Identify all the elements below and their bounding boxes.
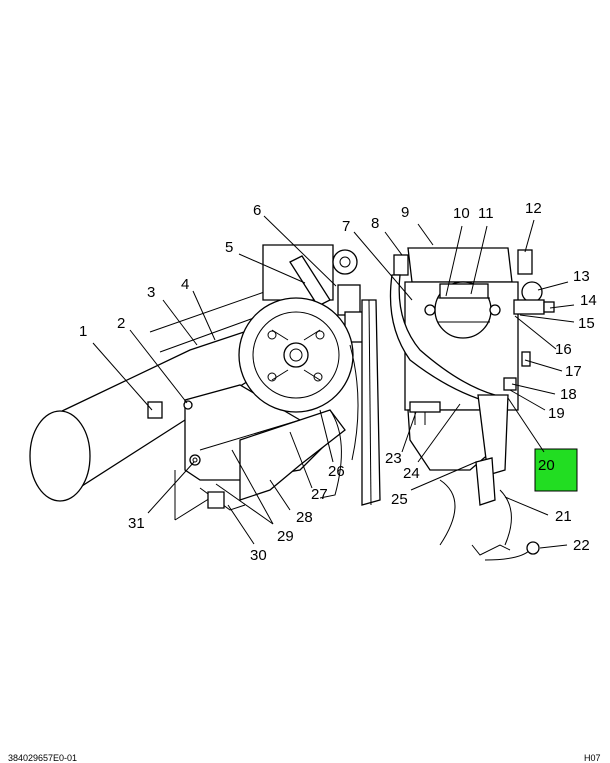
callout-11: 11 — [478, 205, 494, 222]
fitting-8 — [393, 254, 409, 276]
hose-5 — [289, 255, 331, 307]
callout-10: 10 — [453, 205, 470, 222]
callout-22: 22 — [573, 537, 590, 554]
callout-16: 16 — [555, 341, 572, 358]
clamp-30 — [207, 491, 225, 509]
callout-14: 14 — [580, 292, 597, 309]
callout-2: 2 — [117, 315, 125, 332]
fitting-22 — [526, 541, 540, 555]
callout-18: 18 — [560, 386, 577, 403]
callout-30: 30 — [250, 547, 267, 564]
callout-5: 5 — [225, 239, 233, 256]
callout-31: 31 — [128, 515, 145, 532]
footer-code-right: H07 — [584, 753, 601, 763]
leader-lines — [92, 215, 575, 549]
callout-25: 25 — [391, 491, 408, 508]
callout-12: 12 — [525, 200, 542, 217]
callout-6: 6 — [253, 202, 261, 219]
callout-23: 23 — [385, 450, 402, 467]
fitting-6 — [332, 249, 358, 275]
callout-26: 26 — [328, 463, 345, 480]
engine-line-art — [29, 244, 555, 561]
callout-28: 28 — [296, 509, 313, 526]
compressor-top — [407, 247, 513, 283]
callout-17: 17 — [565, 363, 582, 380]
callout-19: 19 — [548, 405, 565, 422]
callout-8: 8 — [371, 215, 379, 232]
connector-block — [337, 284, 361, 316]
bolt-23 — [409, 401, 441, 413]
callout-9: 9 — [401, 204, 409, 221]
callout-27: 27 — [311, 486, 328, 503]
callout-29: 29 — [277, 528, 294, 545]
fitting-31 — [189, 454, 201, 466]
footer-code-left: 384029657E0-01 — [8, 753, 78, 763]
callout-4: 4 — [181, 276, 189, 293]
fitting-12 — [517, 249, 533, 275]
fitting-14 — [513, 299, 545, 315]
v-belt — [361, 299, 381, 506]
elbow-25 — [475, 457, 496, 506]
callout-7: 7 — [342, 218, 350, 235]
highlight-box[interactable] — [534, 448, 578, 492]
fitting-17 — [521, 351, 531, 367]
callout-20[interactable]: 20 — [538, 457, 555, 474]
callout-labels: 1 2 3 4 5 6 7 8 9 10 11 12 13 14 15 16 1… — [79, 200, 597, 564]
callout-15: 15 — [578, 315, 595, 332]
callout-24: 24 — [403, 465, 420, 482]
callout-13: 13 — [573, 268, 590, 285]
pipe-19 — [477, 394, 509, 476]
fitting-1 — [147, 401, 163, 419]
callout-3: 3 — [147, 284, 155, 301]
callout-1: 1 — [79, 323, 87, 340]
fitting-2 — [183, 400, 193, 410]
intake-pipe-end — [29, 410, 91, 502]
fitting-13 — [521, 281, 543, 303]
callout-21: 21 — [555, 508, 572, 525]
